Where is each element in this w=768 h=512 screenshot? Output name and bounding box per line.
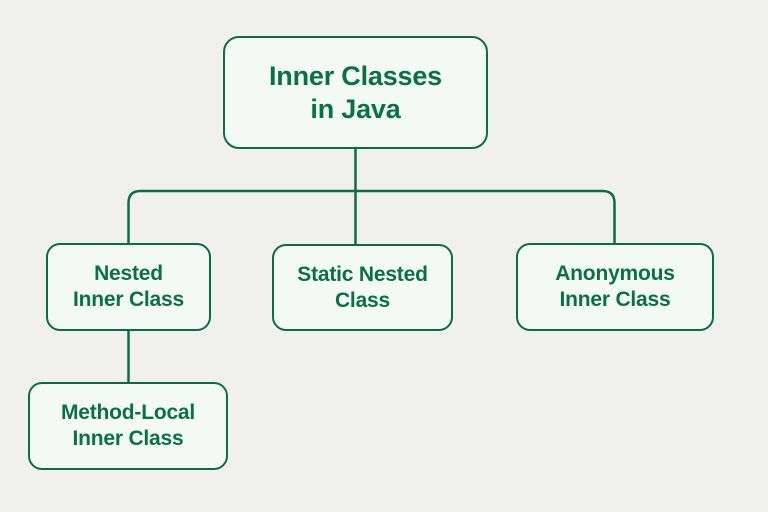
node-label-root: Inner Classes in Java bbox=[269, 60, 442, 124]
node-anonymous-inner-class[interactable]: Anonymous Inner Class bbox=[516, 243, 714, 331]
node-label-method-local: Method-Local Inner Class bbox=[60, 401, 196, 450]
node-nested-inner-class[interactable]: Nested Inner Class bbox=[46, 243, 211, 331]
node-inner-classes-in-java[interactable]: Inner Classes in Java bbox=[223, 36, 488, 149]
node-static-nested-class[interactable]: Static Nested Class bbox=[272, 244, 453, 331]
node-method-local-inner-class[interactable]: Method-Local Inner Class bbox=[28, 382, 228, 470]
edge-root-to-anonymous bbox=[355, 189, 616, 244]
edge-root-to-nested bbox=[127, 189, 356, 244]
node-label-nested: Nested Inner Class bbox=[72, 262, 184, 311]
node-label-static-nested: Static Nested Class bbox=[297, 262, 428, 312]
node-label-anonymous: Anonymous Inner Class bbox=[555, 262, 675, 311]
